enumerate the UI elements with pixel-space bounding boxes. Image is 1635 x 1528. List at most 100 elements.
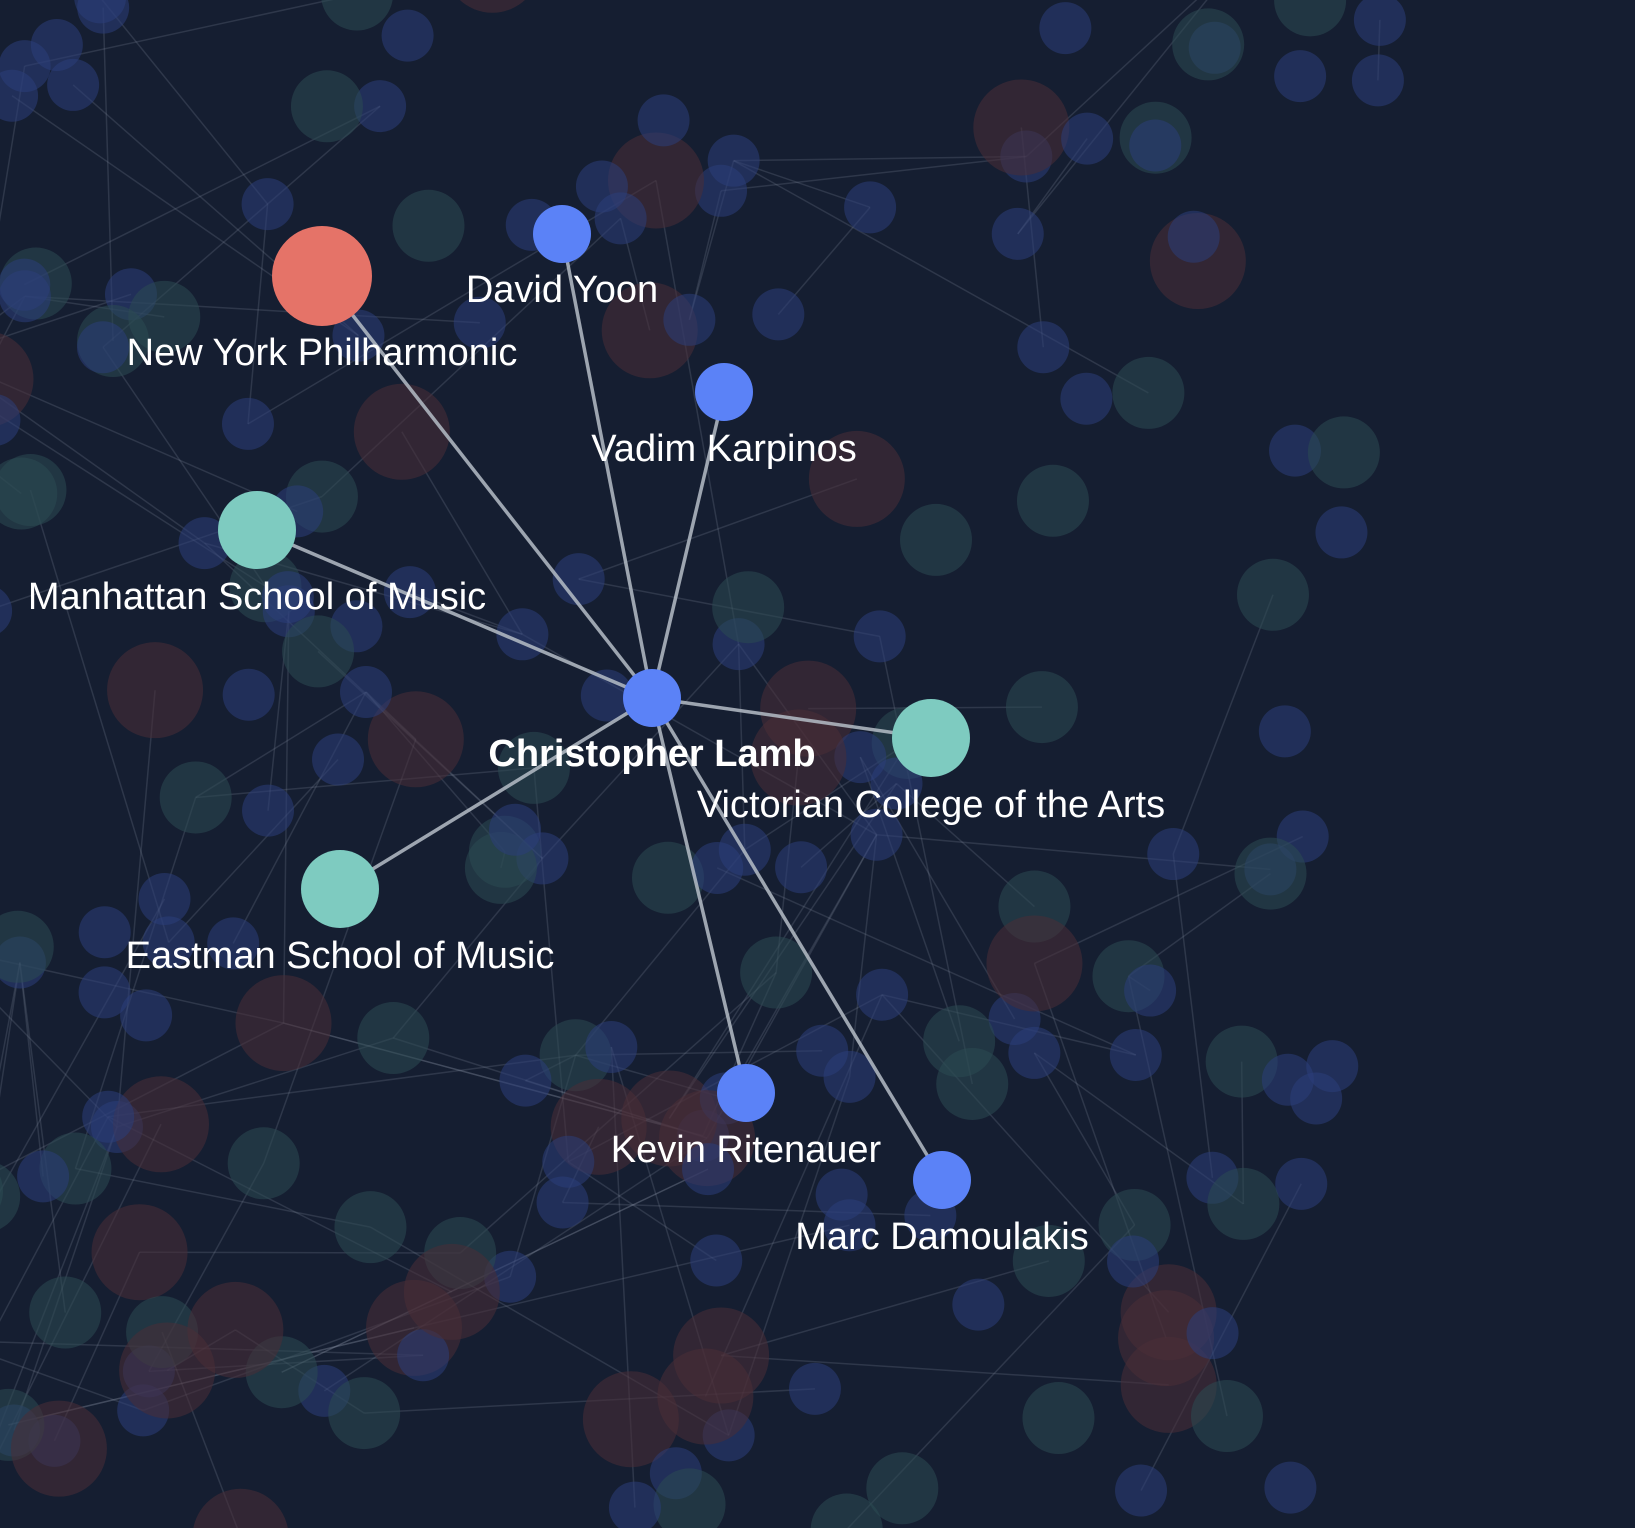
focus-node-circle — [623, 669, 681, 727]
node-eastman-school-of-music[interactable]: Eastman School of Music — [126, 850, 555, 977]
node-david-yoon[interactable]: David Yoon — [466, 205, 658, 311]
background-node — [178, 517, 231, 570]
background-node — [1129, 119, 1182, 172]
edge-marc-damoulakis — [650, 697, 944, 1181]
background-node — [0, 258, 51, 311]
background-edge — [721, 1354, 1169, 1386]
background-node — [1016, 464, 1089, 537]
background-node — [1264, 1461, 1317, 1514]
background-node — [1274, 50, 1327, 103]
background-node — [810, 1493, 883, 1528]
background-node — [1112, 356, 1185, 429]
background-node — [1186, 1307, 1239, 1360]
background-node — [207, 917, 260, 970]
background-node — [542, 1135, 595, 1188]
node-new-york-philharmonic[interactable]: New York Philharmonic — [127, 226, 518, 374]
background-edge — [0, 962, 21, 1098]
background-node — [193, 1488, 288, 1528]
background-node — [707, 134, 760, 187]
background-node — [138, 872, 191, 925]
background-edge — [168, 758, 339, 943]
background-node — [241, 178, 294, 231]
background-node — [750, 709, 847, 806]
background-node — [453, 296, 506, 349]
background-node — [900, 503, 973, 576]
background-node — [1315, 506, 1368, 559]
background-node — [582, 1371, 679, 1468]
background-node — [403, 1243, 500, 1340]
background-edge — [876, 833, 1271, 871]
background-node — [1124, 964, 1177, 1017]
node-christopher-lamb[interactable]: Christopher Lamb — [488, 669, 816, 775]
background-edge — [19, 962, 66, 1313]
background-edge — [0, 66, 26, 223]
background-edge — [668, 742, 909, 1119]
background-edge — [101, 0, 269, 205]
background-node — [381, 9, 434, 62]
background-node — [1147, 828, 1200, 881]
node-circle — [717, 1064, 775, 1122]
background-node — [752, 288, 805, 341]
background-node — [0, 457, 58, 530]
background-node — [397, 1329, 450, 1382]
background-node — [321, 0, 393, 31]
background-edge — [232, 691, 367, 944]
background-node — [1008, 1026, 1061, 1079]
background-node — [1353, 0, 1406, 46]
background-edge — [0, 396, 205, 544]
edge-eastman-school-of-music — [339, 696, 653, 891]
background-node — [844, 181, 897, 234]
node-vadim-karpinos[interactable]: Vadim Karpinos — [591, 363, 857, 470]
background-node — [1005, 671, 1078, 744]
background-node — [1022, 1382, 1095, 1455]
background-node — [663, 293, 716, 346]
node-label: Marc Damoulakis — [795, 1216, 1089, 1258]
background-node — [107, 642, 204, 739]
background-node — [332, 309, 385, 362]
background-node — [823, 1199, 876, 1252]
background-edge — [567, 1161, 717, 1262]
background-edge — [0, 898, 166, 1193]
background-edge — [247, 204, 269, 424]
background-node — [29, 1276, 102, 1349]
background-node — [775, 841, 828, 894]
node-circle — [913, 1151, 971, 1209]
node-circle — [695, 363, 753, 421]
background-node — [82, 1090, 135, 1143]
background-node — [159, 761, 232, 834]
background-node — [834, 731, 887, 784]
node-marc-damoulakis[interactable]: Marc Damoulakis — [795, 1151, 1089, 1258]
background-node — [1307, 416, 1380, 489]
background-edge — [1172, 594, 1274, 855]
background-edge — [0, 295, 26, 346]
background-node — [76, 321, 129, 374]
background-node — [142, 916, 195, 969]
background-node — [637, 94, 690, 147]
background-edge — [0, 1006, 118, 1128]
background-node — [850, 808, 903, 861]
background-edge — [139, 1251, 461, 1254]
node-label: David Yoon — [466, 269, 658, 311]
background-node — [242, 784, 295, 837]
background-node — [367, 691, 464, 788]
background-node — [1207, 1167, 1280, 1240]
background-node — [222, 668, 275, 721]
background-node — [631, 841, 704, 914]
background-node — [1167, 210, 1220, 263]
node-manhattan-school-of-music[interactable]: Manhattan School of Music — [28, 491, 486, 618]
background-node — [383, 566, 436, 619]
highlighted-nodes: New York Philharmonic David Yoon Vadim K… — [28, 205, 1165, 1258]
background-node — [1234, 837, 1307, 910]
background-edge — [859, 756, 960, 1042]
background-edge — [716, 867, 1137, 1056]
edge-david-yoon — [560, 233, 654, 699]
background-edge — [19, 962, 44, 1177]
node-kevin-ritenauer[interactable]: Kevin Ritenauer — [611, 1064, 882, 1171]
background-node — [1109, 1028, 1162, 1081]
background-edge — [733, 160, 1149, 394]
node-victorian-college-of-the-arts[interactable]: Victorian College of the Arts — [697, 699, 1165, 826]
background-node — [585, 1021, 638, 1074]
background-node — [221, 397, 274, 450]
background-node — [290, 70, 363, 143]
